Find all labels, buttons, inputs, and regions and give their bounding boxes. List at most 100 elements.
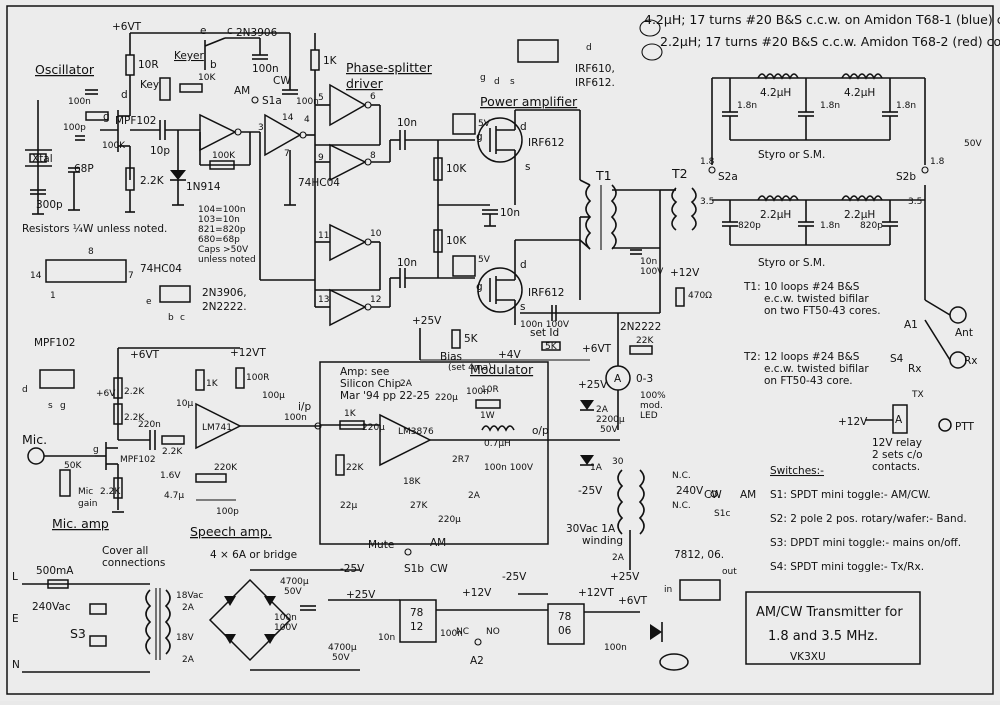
resistor-100k-fb <box>209 160 235 170</box>
resistor-100k-osc <box>85 111 109 121</box>
v18b-label: 18V <box>176 633 194 643</box>
svg-text:30: 30 <box>612 457 624 467</box>
t2-note-3: on FT50-43 core. <box>764 375 853 387</box>
nc-psu-label: NC <box>456 627 469 637</box>
c100p-sp-label: 100p <box>216 507 239 517</box>
r27k-label: 27K <box>410 501 428 511</box>
c220u-b-label: 220μ <box>362 423 385 433</box>
s1c-switch[interactable] <box>710 490 718 498</box>
c4700-b-label-1: 4700μ <box>328 643 357 653</box>
r2k2-mic-a-label: 2.2K <box>124 387 145 397</box>
mute-label: Mute <box>368 539 394 551</box>
s3-switch-lower[interactable] <box>89 635 107 647</box>
v240-label: 240V <box>676 485 704 497</box>
s2a-switch[interactable] <box>708 166 716 174</box>
caps-code-1: 104=100n <box>198 205 246 215</box>
led-label-3: LED <box>640 411 658 421</box>
s1c-label: S1c <box>714 509 730 519</box>
s3-label: S3 <box>70 626 86 641</box>
speech-amp-section: +12VT 1K 100R 100μ 10μ LM741 220K 100p S… <box>176 347 322 539</box>
relay-note-2: 2 sets c/o <box>872 449 923 461</box>
tx-label: TX <box>911 390 924 400</box>
s3-switch-upper[interactable] <box>89 603 107 615</box>
ic-pin-8: 8 <box>88 247 94 257</box>
mosfet-irf612-a <box>477 117 523 163</box>
r5k-a-label: 5K <box>464 333 479 345</box>
ip-label: i/p <box>298 401 311 413</box>
t2-label: T2 <box>671 166 688 181</box>
r220k-label: 220K <box>214 463 238 473</box>
resistor-10k-key <box>179 83 203 93</box>
ptt-connector[interactable] <box>938 418 952 432</box>
reg-7812-line1: 78 <box>410 607 423 619</box>
caps-code-4: 680=68p <box>198 235 240 245</box>
switches-legend: Switches:- S1: SPDT mini toggle:- AM/CW.… <box>770 465 967 573</box>
t1-note-2: e.c.w. twisted bifilar <box>764 293 869 305</box>
mic-amp-section: MPF102 Mic. 50K Mic gain Mic. amp +6VT +… <box>22 337 240 531</box>
cover-note-1: Cover all <box>102 545 148 557</box>
morse-key[interactable] <box>159 77 171 101</box>
inductor-22-b <box>841 195 883 202</box>
cw-b-label: CW <box>430 563 448 575</box>
am-b-label: AM <box>430 537 446 549</box>
svg-text:6: 6 <box>370 92 376 102</box>
r100r-label: 100R <box>246 373 269 383</box>
c100n-b-label: 100n <box>252 63 279 75</box>
c10p-label: 10p <box>150 145 170 157</box>
r2r7-label: 2R7 <box>452 455 470 465</box>
svg-text:10: 10 <box>370 229 382 239</box>
s2b-switch[interactable] <box>921 166 929 174</box>
q2n3906-label: 2N3906 <box>236 27 278 39</box>
v16-label: 1.6V <box>160 471 181 481</box>
transistor-pinout-icon <box>159 285 191 303</box>
a2b-label: 2A <box>182 655 195 665</box>
mic-gain-label-1: Mic <box>78 487 93 497</box>
r22k-mod-label: 22K <box>346 463 364 473</box>
p12vt-label: +12VT <box>230 347 266 359</box>
c10n-c-label: 10n <box>500 207 520 219</box>
svg-text:1A: 1A <box>590 463 603 473</box>
r470-label: 470Ω <box>688 291 712 301</box>
s1a-label: S1a <box>262 95 282 107</box>
svg-text:g: g <box>476 131 483 143</box>
op-label: o/p <box>532 425 549 437</box>
resistor-220k <box>195 473 227 483</box>
c18n-label-c: 1.8n <box>896 101 916 111</box>
a2a-label: 2A <box>182 603 195 613</box>
am-label-s1a: AM <box>234 85 250 97</box>
r100k-b-label: 100K <box>212 151 236 161</box>
bridge-label: 4 × 6A or bridge <box>210 549 297 561</box>
lm3876-label: LM3876 <box>398 427 434 437</box>
caps-code-6: unless noted <box>198 255 256 265</box>
lm741-amp <box>195 402 242 450</box>
lowpass-filter-section: 4.2μH; 17 turns #20 B&S c.c.w. on Amidon… <box>639 12 1000 300</box>
fuse-label: 500mA <box>36 565 74 577</box>
bridge-rectifier <box>208 578 292 662</box>
resistors-note: Resistors ¼W unless noted. <box>22 223 167 235</box>
resistor-5k-b <box>541 341 561 351</box>
svg-text:c: c <box>180 313 185 323</box>
r10k-key-label: 10K <box>198 73 216 83</box>
relay-coil <box>892 404 908 434</box>
resistor-2k2-input <box>161 435 185 445</box>
s1a-switch[interactable] <box>251 96 259 104</box>
c2200u-label-1: 2200μ <box>596 415 625 425</box>
m25v-b-label: -25V <box>578 485 603 497</box>
irf612-b-label: IRF612 <box>528 287 564 299</box>
s1b-switch[interactable] <box>404 548 412 556</box>
p4v-label: +4V <box>498 349 521 361</box>
b18-a-label: 1.8 <box>700 157 715 167</box>
cw-label-s1a: CW <box>273 75 291 87</box>
switch-s3: S3: DPDT mini toggle:- mains on/off. <box>770 537 961 549</box>
p6vt-top-label: +6VT <box>112 21 142 33</box>
styro-label-1: Styro or S.M. <box>758 149 825 161</box>
a1-label: A1 <box>904 319 918 331</box>
c820p-label-b: 820p <box>860 221 883 231</box>
mic-gain-pot[interactable] <box>59 469 71 497</box>
am-s1c-label: AM <box>740 489 756 501</box>
rx-s4-label: Rx <box>908 363 922 375</box>
c2200u-label-2: 50V <box>600 425 618 435</box>
mic-gain-label-2: gain <box>78 499 97 509</box>
r50k-label: 50K <box>64 461 82 471</box>
